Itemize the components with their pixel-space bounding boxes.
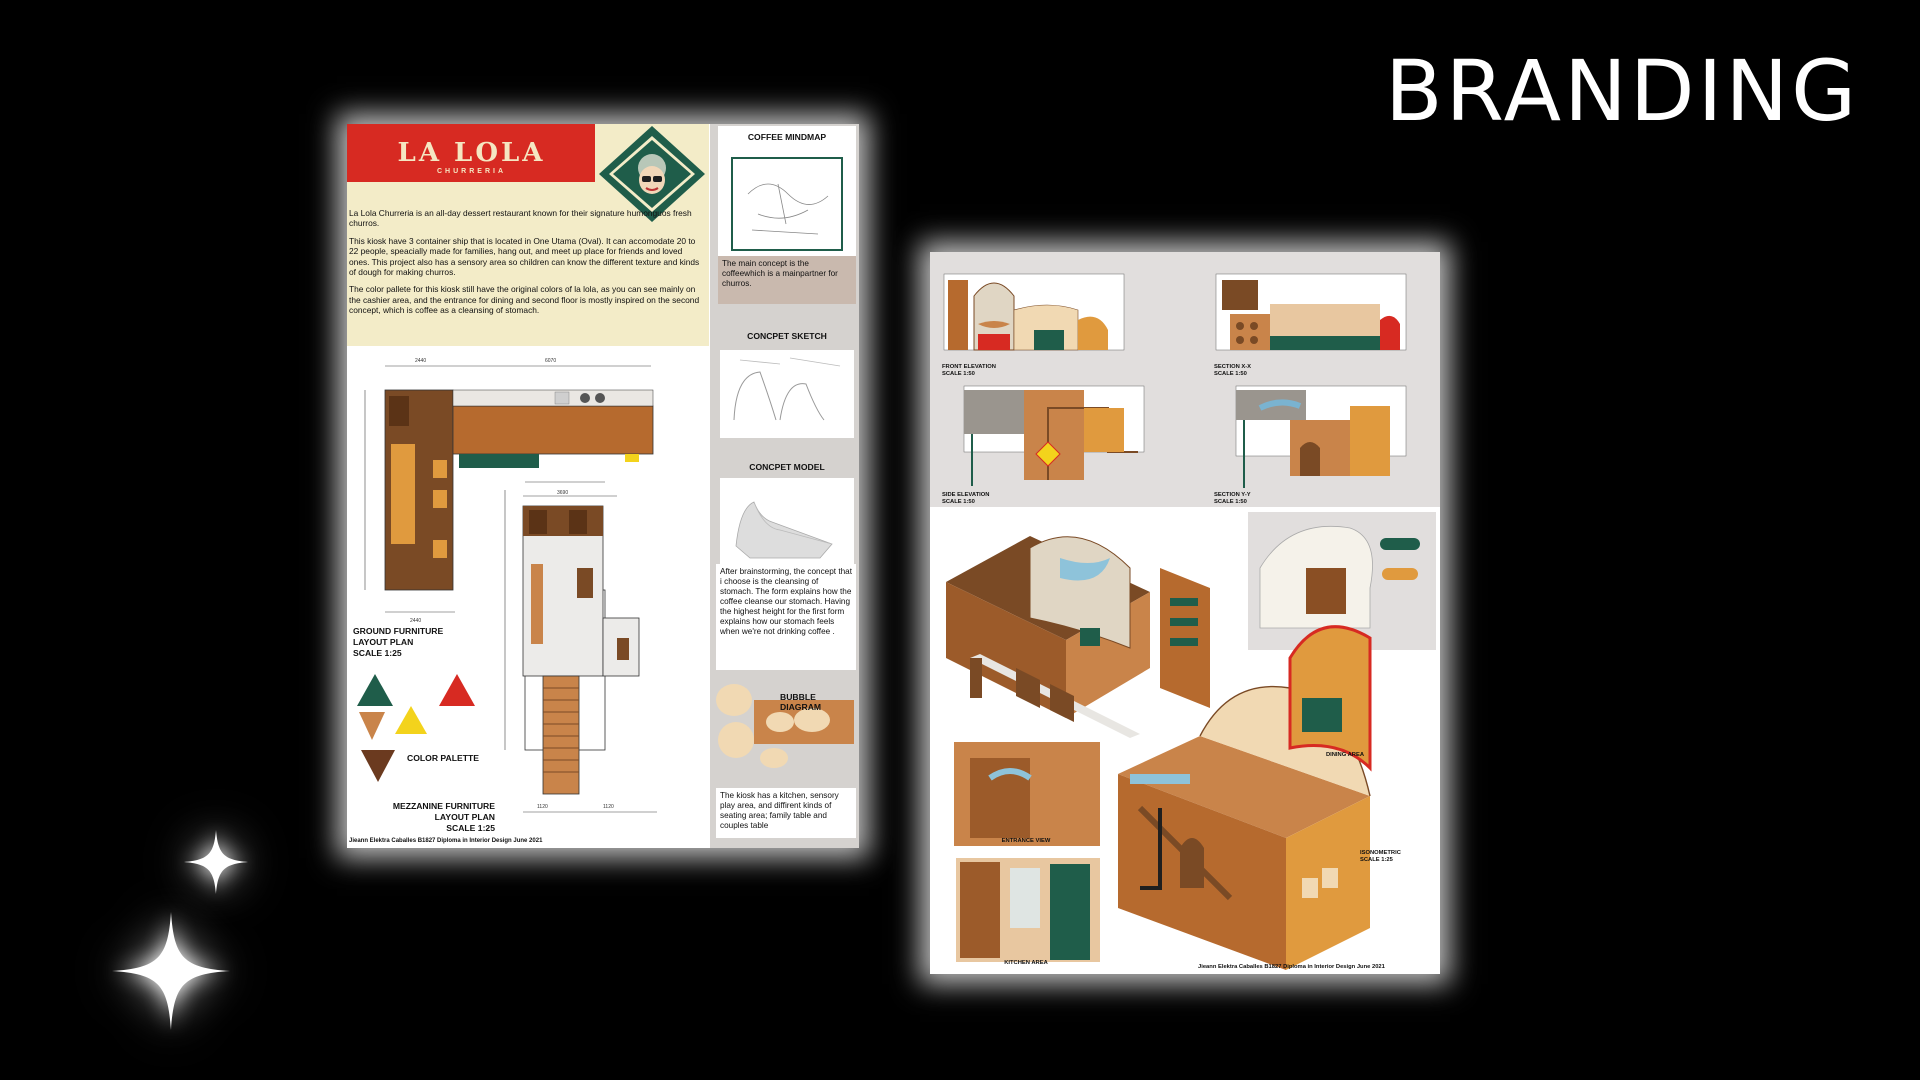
concept-sidebar: COFFEE MINDMAP The main concept is the c… — [710, 124, 859, 848]
mezzanine-plan-label: MEZZANINE FURNITURE LAYOUT PLAN SCALE 1:… — [392, 801, 495, 833]
concept-board-sheet: LA LOLA CHURRERIA La Lola Churreria is a… — [347, 124, 859, 848]
front-elevation-label: FRONT ELEVATION SCALE 1:50 — [942, 364, 996, 377]
dim-label: 2440 — [415, 358, 426, 364]
kiosk-note: The kiosk has a kitchen, sensory play ar… — [716, 788, 856, 838]
bubble-diagram-image — [714, 670, 856, 772]
intro-paragraph: This kiosk have 3 container ship that is… — [349, 235, 700, 278]
concept-sketch-image — [720, 350, 854, 438]
dim-label: 6070 — [545, 358, 556, 364]
front-elevation-drawing — [943, 273, 1125, 351]
isometric-drawing — [930, 508, 1440, 974]
brand-banner: LA LOLA CHURRERIA — [347, 124, 596, 182]
kitchen-area-label: KITCHEN AREA — [1004, 960, 1048, 966]
main-concept-note: The main concept is the coffeewhich is a… — [718, 256, 856, 304]
elevation-board-sheet: FRONT ELEVATION SCALE 1:50 SECTION X-X S… — [930, 252, 1440, 974]
mindmap-sketch — [731, 157, 843, 251]
sparkle-icon-small — [184, 830, 248, 894]
section-yy-label: SECTION Y-Y SCALE 1:50 — [1214, 492, 1251, 505]
brainstorm-note: After brainstorming, the concept that i … — [716, 564, 856, 670]
dim-label: 1120 — [537, 804, 548, 810]
brand-name: LA LOLA — [397, 138, 546, 168]
coffee-mindmap-title: COFFEE MINDMAP — [747, 132, 827, 142]
brand-subtitle: CHURRERIA — [437, 168, 506, 175]
section-xx-label: SECTION X-X SCALE 1:50 — [1214, 364, 1252, 377]
dining-area-label: DINING AREA — [1325, 752, 1365, 758]
dim-label: 2440 — [410, 618, 421, 624]
coffee-mindmap-panel — [718, 126, 856, 264]
concept-sketch-title: CONCPET SKETCH — [747, 331, 827, 341]
side-elevation-drawing — [963, 385, 1145, 486]
credit-text: Jieann Elektra Caballes B1827 Diploma in… — [349, 838, 543, 844]
color-palette-swatches — [357, 674, 475, 782]
mezzanine-floor-plan: 3690 1120 1120 — [522, 490, 657, 813]
page-title: BRANDING — [1385, 42, 1860, 140]
isometric-label: ISONOMETRIC SCALE 1:25 — [1360, 850, 1401, 863]
lola-logo-icon — [595, 124, 709, 224]
intro-text: La Lola Churreria is an all-day dessert … — [349, 208, 705, 323]
ground-plan-label: GROUND FURNITURE LAYOUT PLAN SCALE 1:25 — [353, 626, 444, 658]
color-palette-label: COLOR PALETTE — [407, 753, 479, 763]
dim-label: 1120 — [603, 804, 614, 810]
intro-paragraph: The color pallete for this kiosk still h… — [349, 284, 700, 316]
sparkle-icon-large — [112, 912, 230, 1030]
concept-model-image — [720, 478, 854, 564]
section-yy-drawing — [1235, 385, 1407, 488]
bubble-diagram-title: BUBBLE DIAGRAM — [780, 692, 822, 712]
credit-text: Jieann Elektra Caballes B1827 Diploma in… — [1198, 964, 1385, 970]
section-xx-drawing — [1215, 273, 1407, 351]
intro-paragraph: La Lola Churreria is an all-day dessert … — [349, 208, 692, 229]
entrance-view-label: ENTRANCE VIEW — [1001, 838, 1051, 844]
concept-model-title: CONCPET MODEL — [749, 462, 825, 472]
side-elevation-label: SIDE ELEVATION SCALE 1:50 — [942, 492, 990, 505]
ground-floor-plan: 2440 6070 2440 — [364, 358, 654, 751]
dim-label: 3690 — [557, 490, 568, 496]
